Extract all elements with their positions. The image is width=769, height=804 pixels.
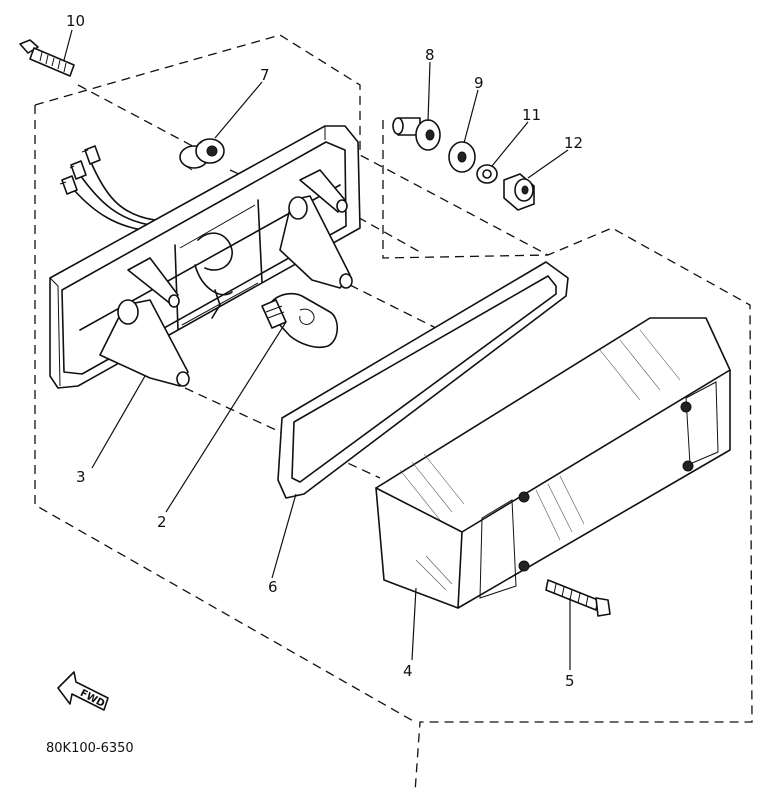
lock-washer-part — [476, 164, 498, 184]
callout-7: 7 — [260, 66, 270, 84]
assembly-outline — [34, 34, 753, 793]
callout-10: 10 — [66, 12, 85, 30]
bolt-part — [19, 39, 75, 77]
callout-6: 6 — [268, 578, 278, 596]
callout-8: 8 — [425, 46, 435, 64]
leader-lines — [63, 29, 571, 670]
callout-4: 4 — [403, 662, 413, 680]
housing-part — [49, 125, 361, 389]
fwd-arrow-icon: FWD — [57, 671, 109, 711]
callout-labels: 10 7 8 9 11 12 3 2 6 4 5 — [66, 12, 583, 690]
grommet-part — [179, 138, 225, 171]
callout-5: 5 — [565, 672, 575, 690]
callout-3: 3 — [76, 468, 86, 486]
callout-11: 11 — [522, 106, 541, 124]
nut-part — [503, 173, 535, 211]
figure-code: 80K100-6350 — [46, 741, 134, 756]
collar-part — [392, 117, 441, 151]
bulb-part — [261, 292, 339, 349]
callout-9: 9 — [474, 74, 484, 92]
lens-part — [375, 317, 731, 609]
lens-screw-part — [545, 579, 611, 617]
callout-12: 12 — [564, 134, 583, 152]
lens-gasket-part — [277, 261, 569, 499]
callout-2: 2 — [157, 513, 167, 531]
flat-washer-part — [448, 141, 476, 173]
